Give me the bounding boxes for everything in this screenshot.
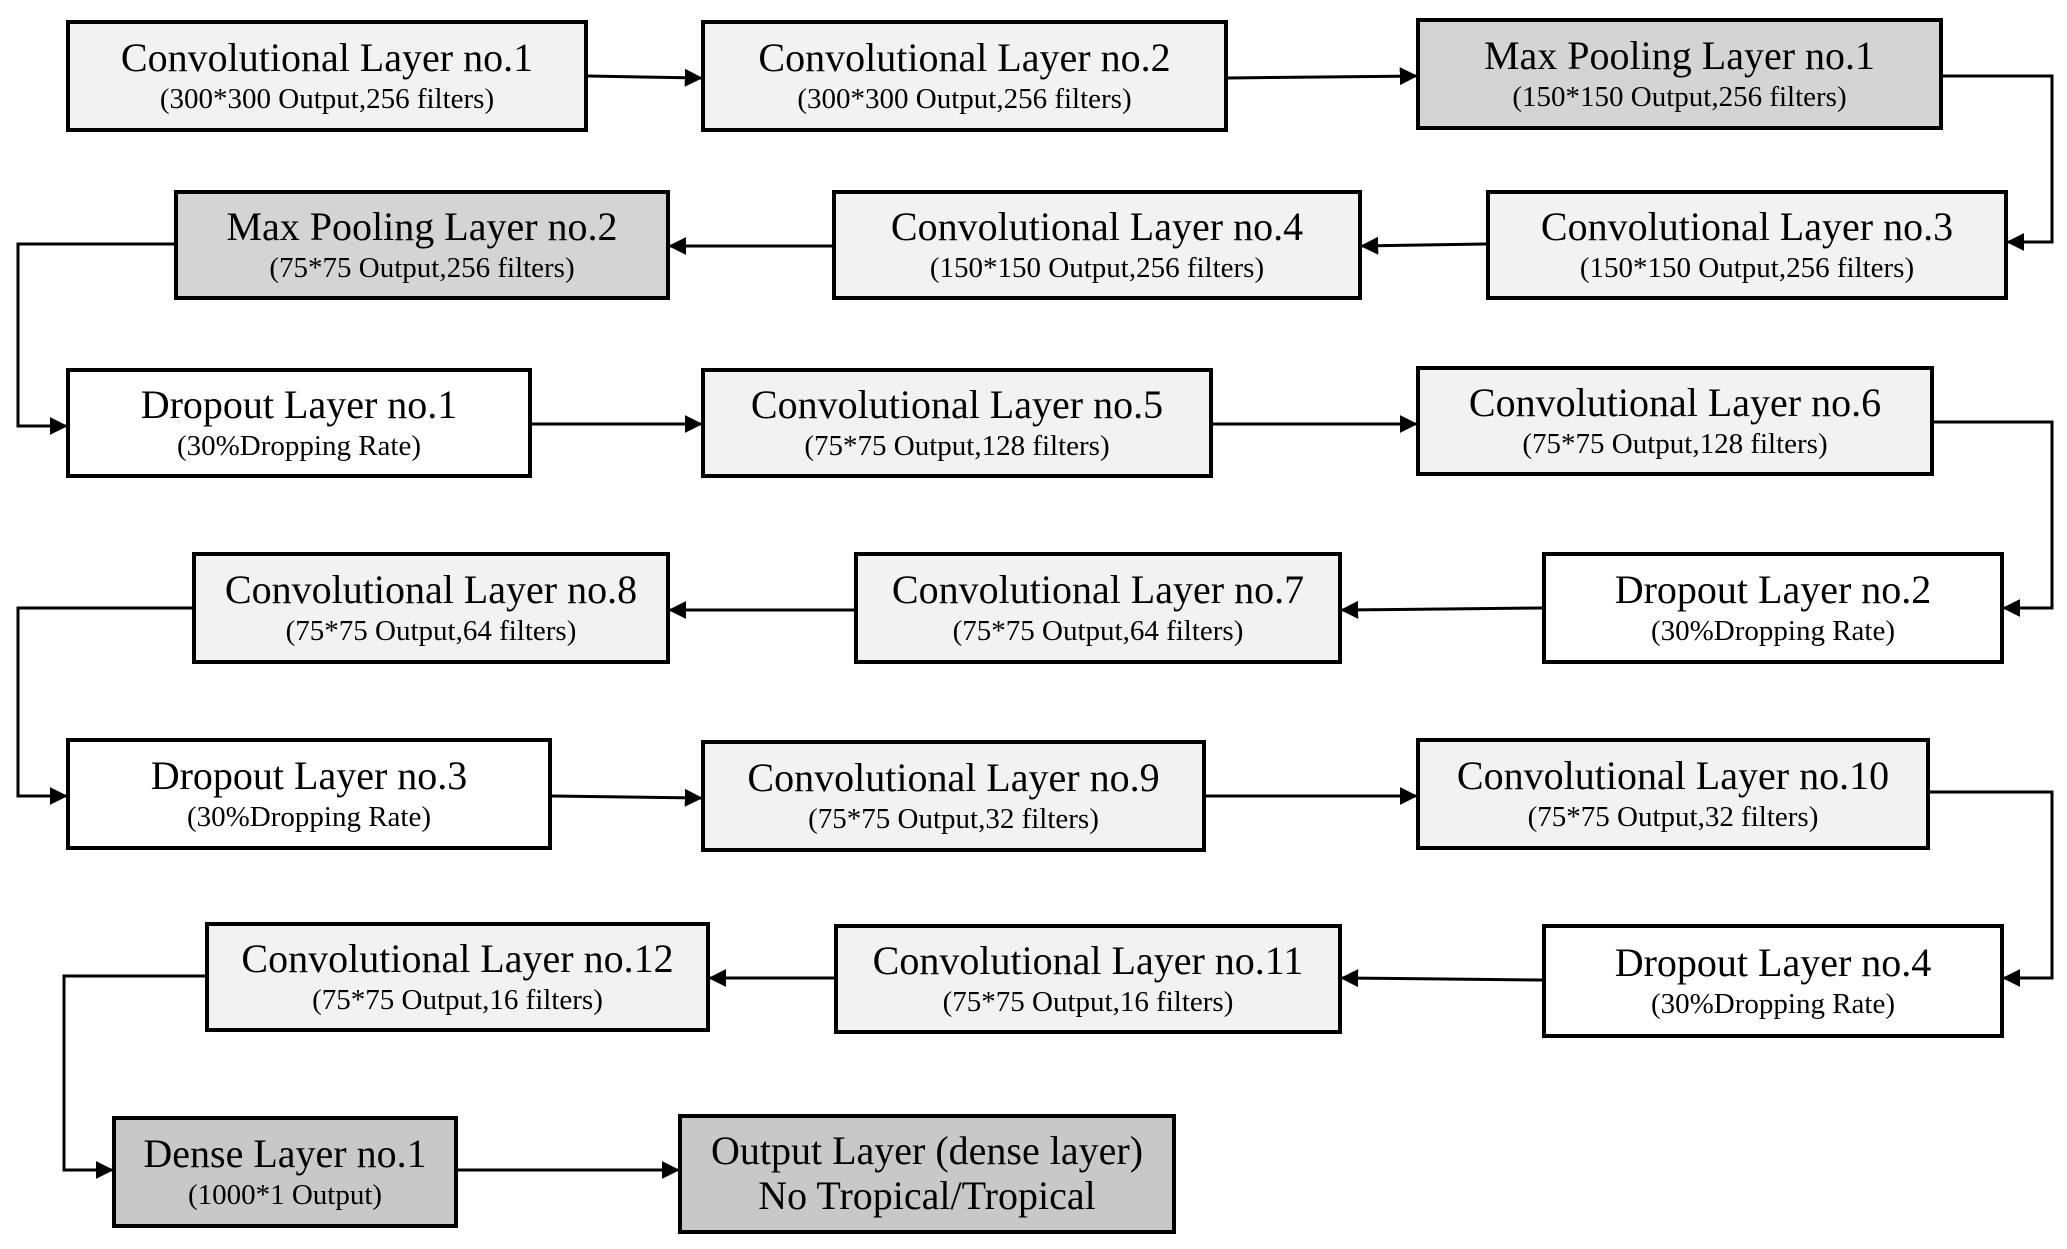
node-title: Dropout Layer no.1 [140,382,458,428]
node-title: Convolutional Layer no.5 [750,382,1164,428]
node-title: Max Pooling Layer no.2 [226,204,618,250]
arrow-n2-to-n3 [1227,67,1418,86]
node-title: Convolutional Layer no.11 [872,938,1304,984]
node-subtitle: (150*150 Output,256 filters) [1512,81,1847,114]
node-title: Convolutional Layer no.2 [758,35,1171,81]
node-subtitle: (75*75 Output,32 filters) [1527,801,1819,834]
node-conv-layer-6: Convolutional Layer no.6 (75*75 Output,1… [1416,366,1934,476]
node-title: Convolutional Layer no.4 [890,204,1304,250]
node-title: Convolutional Layer no.3 [1540,204,1954,250]
arrow-n16-to-n17 [1340,969,1543,988]
node-subtitle: (150*150 Output,256 filters) [929,252,1265,285]
node-title: Dropout Layer no.2 [1614,567,1932,613]
node-dropout-layer-4: Dropout Layer no.4 (30%Dropping Rate) [1542,924,2004,1038]
node-subtitle: (30%Dropping Rate) [1650,615,1896,648]
node-title: Output Layer (dense layer) [710,1128,1144,1174]
node-conv-layer-5: Convolutional Layer no.5 (75*75 Output,1… [701,368,1213,478]
node-title: Dense Layer no.1 [143,1131,427,1177]
node-title: Convolutional Layer no.9 [747,755,1160,801]
node-subtitle: (75*75 Output,16 filters) [312,984,603,1017]
node-max-pooling-layer-1: Max Pooling Layer no.1 (150*150 Output,2… [1416,18,1943,130]
node-conv-layer-9: Convolutional Layer no.9 (75*75 Output,3… [701,740,1206,852]
node-conv-layer-11: Convolutional Layer no.11 (75*75 Output,… [834,924,1342,1034]
node-title: Convolutional Layer no.7 [891,567,1305,613]
node-conv-layer-3: Convolutional Layer no.3 (150*150 Output… [1486,190,2008,300]
node-subtitle: (75*75 Output,128 filters) [804,430,1110,463]
node-output-layer: Output Layer (dense layer) No Tropical/T… [678,1114,1176,1234]
node-subtitle: (1000*1 Output) [187,1179,383,1212]
arrow-n18-to-n19 [62,974,205,1179]
arrow-n13-to-n14 [551,788,703,807]
node-subtitle: (30%Dropping Rate) [176,430,422,463]
node-subtitle: (300*300 Output,256 filters) [797,83,1132,116]
arrow-n3-to-n4 [1943,74,2054,251]
node-title: Convolutional Layer no.10 [1456,753,1890,799]
arrow-n10-to-n11 [1340,600,1543,619]
arrow-n6-to-n7 [16,242,174,435]
node-title: Max Pooling Layer no.1 [1483,33,1876,79]
node-dropout-layer-3: Dropout Layer no.3 (30%Dropping Rate) [66,738,552,850]
node-dropout-layer-1: Dropout Layer no.1 (30%Dropping Rate) [66,368,532,478]
node-title: Dropout Layer no.4 [1614,940,1932,986]
node-conv-layer-8: Convolutional Layer no.8 (75*75 Output,6… [192,552,670,664]
node-title: Convolutional Layer no.8 [224,567,638,613]
node-title: Convolutional Layer no.1 [120,35,534,81]
node-conv-layer-10: Convolutional Layer no.10 (75*75 Output,… [1416,738,1930,850]
node-subtitle: (300*300 Output,256 filters) [159,83,495,116]
node-max-pooling-layer-2: Max Pooling Layer no.2 (75*75 Output,256… [174,190,670,300]
arrow-n9-to-n10 [1934,420,2054,617]
arrow-n15-to-n16 [1930,790,2054,987]
node-subtitle: No Tropical/Tropical [758,1173,1096,1218]
node-subtitle: (75*75 Output,256 filters) [269,252,575,285]
node-subtitle: (75*75 Output,64 filters) [952,615,1244,648]
node-subtitle: (30%Dropping Rate) [1650,988,1896,1021]
node-conv-layer-2: Convolutional Layer no.2 (300*300 Output… [701,20,1228,132]
node-subtitle: (75*75 Output,64 filters) [285,615,577,648]
node-conv-layer-7: Convolutional Layer no.7 (75*75 Output,6… [854,552,1342,664]
node-conv-layer-4: Convolutional Layer no.4 (150*150 Output… [832,190,1362,300]
node-subtitle: (30%Dropping Rate) [186,801,432,834]
node-subtitle: (75*75 Output,128 filters) [1522,428,1828,461]
arrow-n12-to-n13 [16,606,192,805]
node-subtitle: (150*150 Output,256 filters) [1579,252,1915,285]
arrow-n4-to-n5 [1360,236,1487,255]
node-dropout-layer-2: Dropout Layer no.2 (30%Dropping Rate) [1542,552,2004,664]
node-title: Convolutional Layer no.6 [1468,380,1882,426]
node-conv-layer-1: Convolutional Layer no.1 (300*300 Output… [66,20,588,132]
arrow-n1-to-n2 [587,68,703,87]
node-title: Convolutional Layer no.12 [241,936,674,982]
node-subtitle: (75*75 Output,16 filters) [942,986,1234,1019]
node-dense-layer-1: Dense Layer no.1 (1000*1 Output) [112,1116,458,1228]
node-title: Dropout Layer no.3 [150,753,468,799]
node-conv-layer-12: Convolutional Layer no.12 (75*75 Output,… [205,922,710,1032]
node-subtitle: (75*75 Output,32 filters) [808,803,1099,836]
